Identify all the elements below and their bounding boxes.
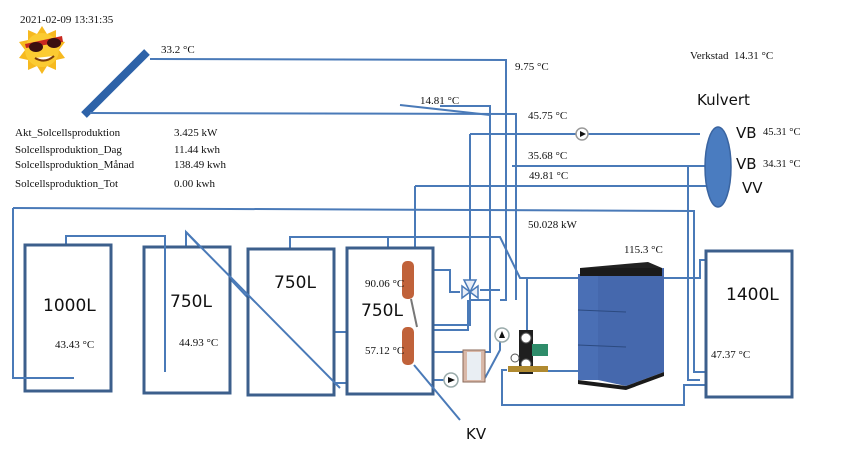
collector-temp: 33.2 °C	[161, 44, 195, 56]
pump-icon[interactable]	[443, 372, 459, 388]
pipe-temp-1: 9.75 °C	[515, 61, 549, 73]
kulvert-line-label: VB	[736, 124, 757, 142]
stat-label: Solcellsproduktion_Dag	[15, 144, 122, 156]
boiler-temp: 115.3 °C	[624, 244, 663, 256]
tank-temp: 44.93 °C	[179, 337, 219, 349]
boiler-icon	[577, 262, 664, 390]
kulvert-line-temp: 45.31 °C	[763, 127, 801, 138]
kulvert-icon	[704, 126, 732, 208]
pipe-temp-2: 14.81 °C	[420, 95, 460, 107]
heat-exchanger-icon	[462, 349, 486, 383]
pump-icon[interactable]	[575, 127, 589, 141]
stat-label: Akt_Solcellsproduktion	[15, 127, 121, 139]
kulvert-line-label: VV	[742, 179, 763, 197]
pipes	[12, 58, 710, 406]
tank-label: 750L	[361, 301, 403, 321]
tank-temp: 43.43 °C	[55, 339, 95, 351]
pipe-temp-4: 35.68 °C	[528, 150, 568, 162]
stat-label: Solcellsproduktion_Tot	[15, 178, 119, 190]
tank-temp-top: 90.06 °C	[365, 278, 405, 290]
kulvert-line-temp: 34.31 °C	[763, 159, 801, 170]
stat-value: 3.425 kW	[174, 127, 218, 139]
timestamp: 2021-02-09 13:31:35	[20, 14, 114, 26]
kulvert-title: Kulvert	[697, 91, 750, 109]
pipe-temp-5: 49.81 °C	[529, 170, 569, 182]
stat-value: 11.44 kwh	[174, 144, 221, 156]
workshop-label: Verkstad	[690, 50, 729, 62]
tank-label: 750L	[274, 273, 316, 293]
sun-icon	[19, 26, 65, 74]
stat-value: 0.00 kwh	[174, 178, 215, 190]
tank-750l-b	[246, 247, 336, 397]
kulvert-line-label: VB	[736, 155, 757, 173]
workshop-temp: Verkstad 14.31 °C	[690, 50, 773, 62]
tank-label: 750L	[170, 292, 212, 312]
tank-temp-bottom: 57.12 °C	[365, 345, 405, 357]
tank-1400l	[704, 249, 794, 399]
coil-top-icon	[402, 261, 414, 299]
tank-label: 1000L	[43, 296, 96, 316]
tanks	[23, 243, 794, 399]
tank-temp: 47.37 °C	[711, 349, 751, 361]
coil-bottom-icon	[402, 327, 414, 365]
mixing-valve-icon[interactable]	[461, 279, 479, 300]
loading-unit-icon	[508, 330, 548, 374]
solar-collector	[81, 49, 150, 118]
pump-icon[interactable]	[494, 327, 510, 343]
tank-1000l	[23, 243, 113, 393]
tank-750l-a	[142, 245, 232, 395]
workshop-value: 14.31 °C	[734, 50, 774, 62]
pipe-temp-3: 45.75 °C	[528, 110, 568, 122]
heating-coils	[402, 261, 461, 421]
cold-water-label: KV	[466, 425, 487, 443]
power-reading: 50.028 kW	[528, 219, 577, 231]
stat-label: Solcellsproduktion_Månad	[15, 159, 135, 171]
stat-value: 138.49 kwh	[174, 159, 226, 171]
tank-label: 1400L	[726, 285, 779, 305]
